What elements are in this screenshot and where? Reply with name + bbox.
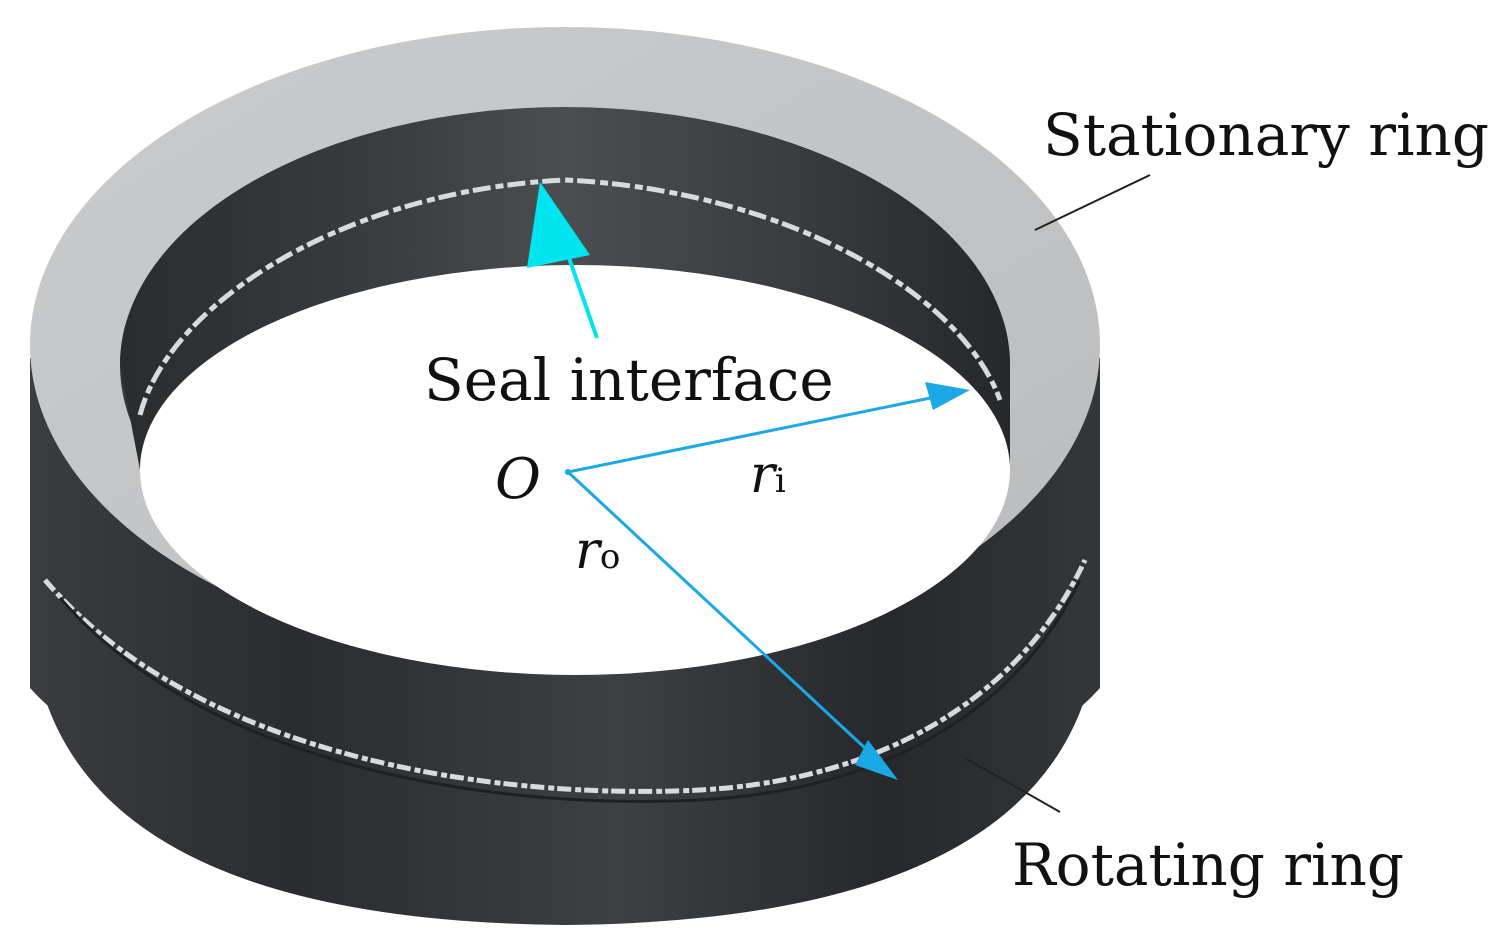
stationary-ring-leader xyxy=(1034,174,1151,231)
rotating-ring-seam xyxy=(43,558,1088,794)
inner-radius-arrow xyxy=(567,393,946,474)
rotating-ring-seam-shadow xyxy=(58,579,1082,803)
outer-radius-symbol: r xyxy=(575,521,603,581)
seal-interface-crack xyxy=(137,177,1003,416)
outer-radius-arrow xyxy=(566,470,882,764)
outer-radius-arrowhead xyxy=(855,740,898,780)
stationary-ring-label: Stationary ring xyxy=(1043,101,1489,169)
seal-interface-label: Seal interface xyxy=(424,346,834,414)
inner-radius-arrowhead xyxy=(925,382,970,410)
inner-radius-subscript: i xyxy=(775,461,786,501)
inner-bore-wall xyxy=(120,107,1010,470)
rotating-ring-label: Rotating ring xyxy=(1012,831,1404,899)
origin-label: O xyxy=(495,447,541,512)
rotating-ring-leader xyxy=(964,757,1061,813)
ring-outer-side-bottom xyxy=(30,600,1100,925)
outer-radius-label: ro xyxy=(575,521,620,581)
inner-radius-symbol: r xyxy=(750,445,778,505)
inner-radius-label: ri xyxy=(750,445,786,505)
outer-radius-subscript: o xyxy=(600,537,620,577)
origin-point xyxy=(565,469,571,475)
seal-interface-arrowhead xyxy=(527,182,590,268)
